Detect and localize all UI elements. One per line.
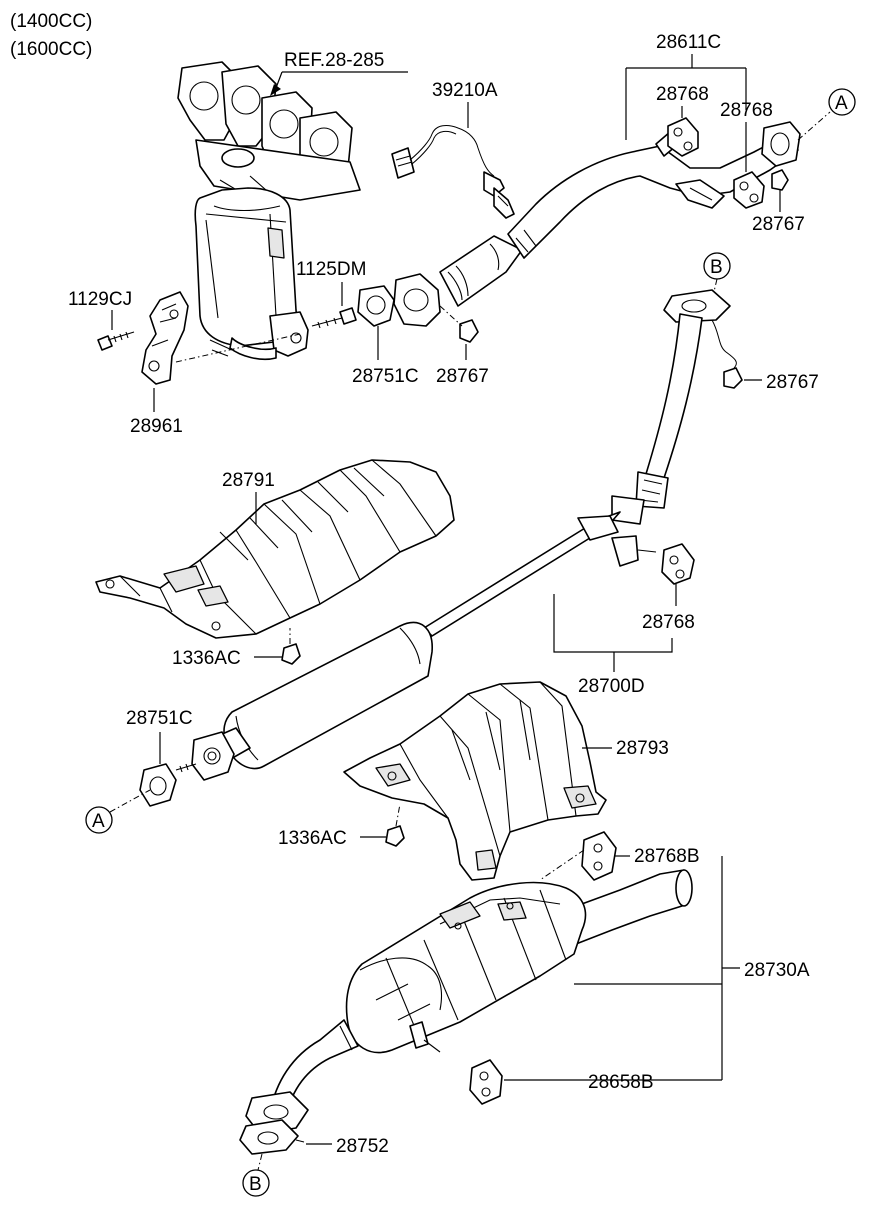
- oxygen-sensor: [391, 125, 515, 219]
- part-label-bracket: 28961: [130, 416, 183, 437]
- svg-text:A: A: [835, 93, 848, 114]
- center-muffler: [175, 289, 731, 781]
- nut-connector-b: [711, 319, 743, 389]
- part-label-front-pipe: 28611C: [656, 32, 721, 53]
- part-label-stud-bolt: 1125DM: [296, 259, 366, 280]
- part-label-tail-gasket: 28752: [336, 1136, 389, 1157]
- part-label-muffler-hanger: 28658B: [588, 1072, 654, 1093]
- part-label-bolt: 1129CJ: [68, 289, 132, 310]
- nut-rear: [385, 803, 405, 847]
- part-label-nut-center: 1336AC: [172, 648, 241, 669]
- connector-b-top: B: [703, 252, 731, 280]
- rear-hanger: [539, 831, 617, 881]
- part-label-nut-connector-b: 28767: [766, 372, 819, 393]
- front-pipe: [393, 121, 801, 327]
- nut-center: [281, 628, 301, 665]
- hanger-front-right: [733, 171, 765, 209]
- part-label-center-muffler: 28700D: [578, 676, 645, 697]
- part-label-heat-protector-center: 28791: [222, 470, 275, 491]
- heat-protector-rear: [343, 681, 607, 881]
- part-label-nut-front-right: 28767: [752, 214, 805, 235]
- svg-text:B: B: [710, 257, 723, 278]
- center-hanger: [661, 543, 695, 585]
- part-label-gasket-center: 28751C: [126, 708, 193, 729]
- part-label-oxygen-sensor: 39210A: [432, 80, 498, 101]
- part-label-hanger-front-right: 28768: [720, 100, 773, 121]
- connector-a-bottom: A: [85, 806, 113, 834]
- part-label-hanger-front-left: 28768: [656, 84, 709, 105]
- engine-note-1400cc: (1400CC): [10, 11, 92, 32]
- part-label-rear-hanger: 28768B: [634, 846, 700, 867]
- svg-text:A: A: [92, 811, 105, 832]
- stud-bolt: [311, 307, 357, 329]
- heat-protector-center: [95, 459, 455, 639]
- reference-label: REF.28-285: [284, 50, 384, 71]
- gasket-front: [357, 285, 395, 327]
- part-label-center-hanger: 28768: [642, 612, 695, 633]
- part-label-heat-protector-rear: 28793: [616, 738, 669, 759]
- part-label-nut-flange: 28767: [436, 366, 489, 387]
- engine-note-1600cc: (1600CC): [10, 39, 92, 60]
- connector-b-bottom: B: [242, 1169, 270, 1197]
- nut-front-right: [771, 169, 789, 191]
- nut-flange: [439, 305, 479, 343]
- svg-text:B: B: [249, 1174, 262, 1195]
- part-label-main-muffler: 28730A: [744, 960, 810, 981]
- bracket: [141, 291, 189, 385]
- gasket-center: [139, 763, 177, 807]
- bolt: [97, 331, 135, 351]
- part-label-nut-rear: 1336AC: [278, 828, 347, 849]
- tail-gasket: [239, 1119, 305, 1155]
- muffler-hanger: [469, 1059, 503, 1105]
- part-label-gasket-front: 28751C: [352, 366, 419, 387]
- main-muffler: [245, 869, 693, 1135]
- connector-a-top: A: [828, 88, 856, 116]
- hanger-front-left: [667, 117, 699, 157]
- exhaust-manifold-assembly: [177, 61, 361, 361]
